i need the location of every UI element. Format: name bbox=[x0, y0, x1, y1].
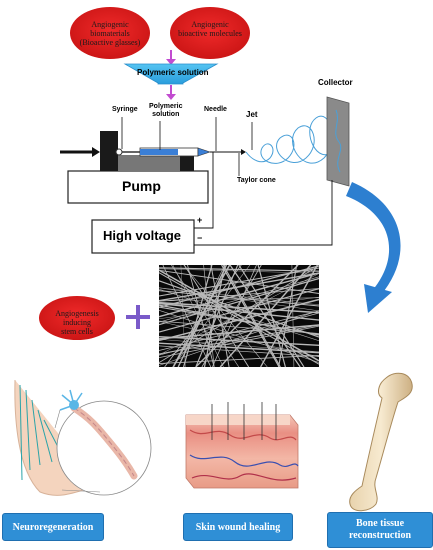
nanofiber-strand bbox=[257, 264, 286, 368]
nanofiber-strand bbox=[158, 321, 320, 358]
nanofiber-strand bbox=[158, 301, 320, 314]
skin-wound-healing-label: Skin wound healing bbox=[195, 521, 281, 533]
nanofiber-strand bbox=[158, 288, 320, 333]
nanofiber-strand bbox=[158, 267, 320, 297]
polymeric-solution-label: Polymeric solution bbox=[149, 103, 182, 119]
nanofiber-strand bbox=[201, 264, 262, 368]
nanofiber-strand bbox=[219, 264, 312, 368]
plus-terminal-label: + bbox=[197, 215, 203, 225]
polymeric-label-line2: solution bbox=[152, 111, 180, 118]
positive-wire bbox=[194, 152, 214, 229]
biomaterials-line2: (Bioactive glasses) bbox=[79, 38, 141, 47]
needle-arrowhead bbox=[241, 149, 246, 155]
biomaterials-oval-text: Angiogenic biomaterials (Bioactive glass… bbox=[78, 20, 142, 47]
push-arrowhead bbox=[92, 147, 100, 157]
nanofiber-strand bbox=[171, 264, 240, 368]
stem-cells-oval-text: Angiogenesis inducing stem cells bbox=[46, 309, 108, 336]
bone-tissue-line2: reconstruction bbox=[348, 530, 412, 541]
neuroregeneration-box: Neuroregeneration bbox=[2, 513, 104, 541]
molecules-line1: Angiogenic bbox=[191, 20, 229, 29]
nanofiber-strand bbox=[158, 287, 320, 306]
funnel-to-syringe-arrowhead bbox=[166, 94, 176, 100]
minus-terminal-label: − bbox=[197, 233, 203, 243]
plunger-knob bbox=[115, 148, 123, 156]
nanofiber-strand bbox=[158, 310, 320, 363]
nanofiber-strand bbox=[187, 264, 215, 368]
pump-label: Pump bbox=[122, 178, 161, 194]
stem-cells-line1: Angiogenesis inducing bbox=[55, 309, 99, 327]
jet-label: Jet bbox=[246, 110, 258, 119]
bone-tissue-line1: Bone tissue bbox=[355, 518, 405, 529]
nanofiber-strand bbox=[158, 297, 320, 302]
nanofiber-strand bbox=[158, 272, 320, 365]
taylor-cone-label: Taylor cone bbox=[237, 177, 276, 184]
nanofiber-strand bbox=[164, 264, 242, 368]
skin-layers-illustration bbox=[185, 402, 299, 489]
nanofiber-strand bbox=[177, 264, 228, 368]
nanofiber-strand bbox=[158, 325, 320, 359]
neuroregeneration-label: Neuroregeneration bbox=[12, 521, 94, 533]
high-voltage-box bbox=[91, 219, 195, 254]
nanofiber-strand bbox=[158, 354, 320, 365]
nanofiber-strand bbox=[183, 264, 268, 368]
nanofiber-strand bbox=[212, 264, 257, 368]
nanofiber-strand bbox=[278, 264, 298, 368]
neuron-arm-illustration bbox=[14, 379, 152, 496]
pump-left-block bbox=[100, 131, 118, 171]
angiogenic-biomaterials-oval bbox=[70, 7, 150, 59]
funnel-label: Polymeric solution bbox=[137, 68, 209, 77]
negative-wire bbox=[194, 180, 333, 246]
nanofiber-strand bbox=[195, 264, 239, 368]
nanofiber-strand bbox=[158, 277, 320, 326]
bioactive-molecules-oval bbox=[170, 7, 250, 59]
nanofiber-sem-image bbox=[158, 264, 320, 368]
molecules-line2: bioactive molecules bbox=[178, 29, 242, 38]
funnel-icon bbox=[123, 63, 219, 85]
nanofiber-strand bbox=[158, 288, 320, 342]
nanofiber-strand bbox=[172, 264, 251, 368]
nanofiber-strand bbox=[158, 290, 320, 307]
molecules-oval-text: Angiogenic bioactive molecules bbox=[176, 20, 244, 38]
curved-blue-arrowhead bbox=[364, 284, 392, 313]
nanofiber-strand bbox=[172, 264, 226, 368]
oval-to-funnel-arrowhead bbox=[166, 59, 176, 65]
polymeric-solution-fill bbox=[140, 149, 178, 155]
nanofiber-strand bbox=[195, 264, 299, 368]
high-voltage-label: High voltage bbox=[103, 228, 182, 243]
nanofiber-strand bbox=[172, 264, 224, 368]
syringe-tip bbox=[197, 147, 211, 157]
nanofiber-strand bbox=[158, 296, 320, 320]
nanofiber-strand bbox=[158, 312, 320, 356]
fiber-jet-spiral bbox=[245, 115, 335, 164]
stem-cells-line2: stem cells bbox=[61, 327, 93, 336]
nanofiber-strand bbox=[182, 264, 213, 368]
nanofiber-strand bbox=[158, 267, 320, 272]
pump-rail bbox=[100, 155, 193, 171]
curved-blue-arrow bbox=[346, 182, 401, 296]
nanofiber-strand bbox=[158, 298, 320, 342]
stem-cells-oval bbox=[39, 296, 115, 340]
nanofiber-strand bbox=[158, 324, 320, 355]
plus-sign-vertical bbox=[136, 305, 140, 329]
syringe-label: Syringe bbox=[112, 106, 138, 113]
nanofiber-strand bbox=[158, 269, 320, 362]
collector-label: Collector bbox=[318, 78, 353, 87]
bone-tissue-box: Bone tissue reconstruction bbox=[327, 512, 433, 548]
needle-label: Needle bbox=[204, 106, 227, 113]
nanofiber-strand bbox=[158, 324, 320, 340]
nanofiber-strand bbox=[158, 302, 320, 321]
nanofiber-strand bbox=[180, 264, 186, 368]
nanofiber-strand bbox=[158, 310, 320, 366]
polymeric-label-line1: Polymeric bbox=[149, 103, 183, 110]
nanofiber-strand bbox=[158, 335, 320, 347]
biomaterials-line1: Angiogenic biomaterials bbox=[90, 20, 130, 38]
collected-fiber bbox=[335, 109, 342, 173]
pump-platform bbox=[67, 170, 209, 204]
skin-wound-healing-box: Skin wound healing bbox=[183, 513, 293, 541]
nanofiber-strand bbox=[203, 264, 215, 368]
femur-bone-illustration bbox=[349, 372, 413, 512]
